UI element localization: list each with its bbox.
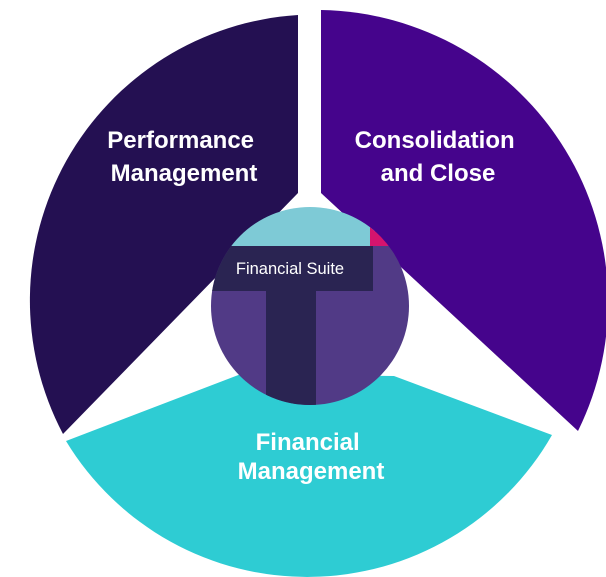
segment-performance-management[interactable] xyxy=(29,15,299,434)
segment-label-line: and Close xyxy=(381,160,496,187)
segment-label-line: Performance xyxy=(107,127,254,154)
hub-stem-dark-navy xyxy=(266,246,316,405)
segment-label-financial: Financial Management xyxy=(238,429,385,485)
segment-label-line: Consolidation xyxy=(355,127,515,154)
segment-label-line: Management xyxy=(111,160,258,187)
hub-label: Financial Suite xyxy=(236,260,344,278)
segment-label-performance: Performance Management xyxy=(107,127,260,187)
segment-label-line: Financial xyxy=(256,429,360,456)
segment-label-line: Management xyxy=(238,458,385,485)
segment-label-consolidation: Consolidation and Close xyxy=(355,127,522,187)
segment-consolidation-and-close[interactable] xyxy=(321,10,606,431)
segment-financial-management[interactable] xyxy=(66,374,552,577)
